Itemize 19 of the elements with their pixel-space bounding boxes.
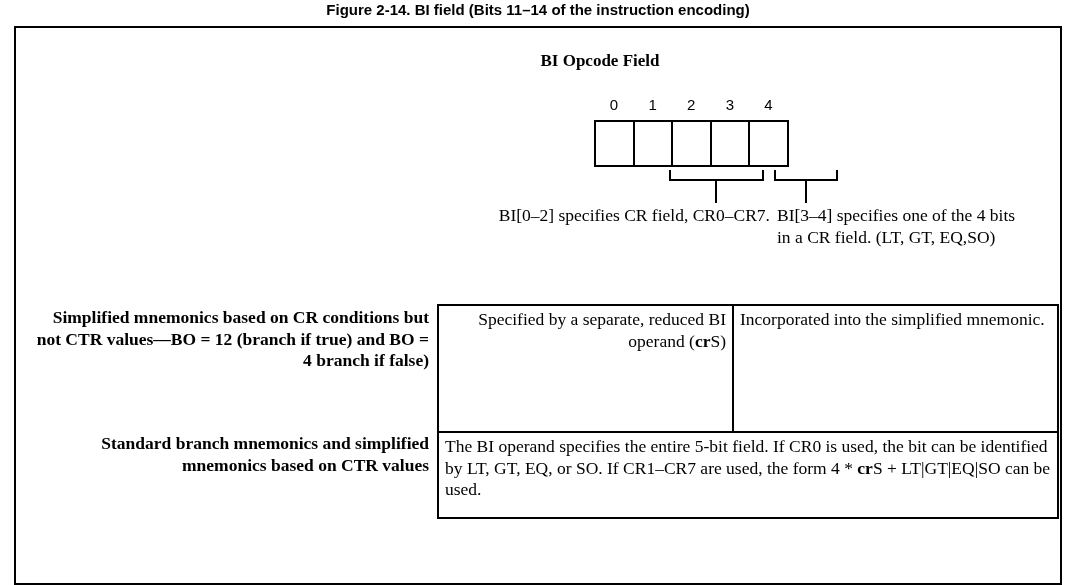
table-cell: The BI operand specifies the entire 5-bit field. If CR0 is used, the bit can be identified by LT, GT, EQ, or SO. If CR1–CR7 are used, the form 4 *crS + LT|GT|EQ|SO can be used. bbox=[437, 431, 1059, 519]
row-heading: Simplified mnemonics based on CR conditions but not CTR values—BO = 12 (branch if true) and BO = 4 branch if false) bbox=[35, 307, 429, 372]
bracket-caption: BI[0–2] specifies CR field, CR0–CR7. bbox=[497, 205, 770, 227]
bit-number: 2 bbox=[686, 96, 697, 113]
bit-number: 0 bbox=[608, 96, 620, 113]
bit-cell bbox=[709, 120, 751, 167]
field-heading: BI Opcode Field bbox=[539, 50, 661, 72]
bit-cell bbox=[632, 120, 674, 167]
table-cell: Specified by a separate, reduced BI operand (crS) bbox=[437, 304, 734, 433]
bit-cell bbox=[594, 120, 635, 167]
bit-cell bbox=[748, 120, 789, 167]
bit-number: 3 bbox=[724, 96, 735, 113]
bracket-caption: BI[3–4] specifies one of the 4 bits in a CR field. (LT, GT, EQ,SO) bbox=[777, 205, 1017, 248]
bit-number: 1 bbox=[647, 96, 658, 113]
figure-title: Figure 2-14. BI field (Bits 11–14 of the instruction encoding) bbox=[325, 1, 751, 18]
bit-cell bbox=[671, 120, 712, 167]
row-heading: Standard branch mnemonics and simplified mnemonics based on CTR values bbox=[100, 433, 429, 476]
table-cell: Incorporated into the simplified mnemonic. bbox=[732, 304, 1059, 433]
bit-number: 4 bbox=[763, 96, 774, 113]
